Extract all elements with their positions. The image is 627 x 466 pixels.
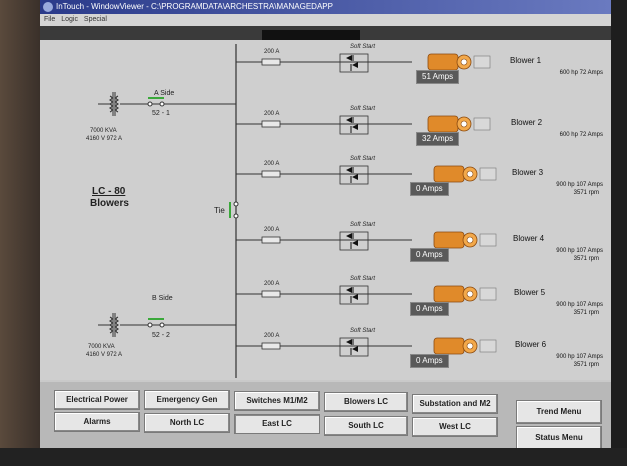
menu-bar: File Logic Special	[40, 14, 611, 26]
monitor-bezel-bottom	[0, 448, 627, 466]
menu-logic[interactable]: Logic	[61, 16, 78, 23]
blowers-lc-button[interactable]: Blowers LC	[324, 392, 408, 412]
blower-spec: 900 hp 107 Amps	[556, 248, 603, 254]
soft-start-label: Soft Start	[350, 156, 376, 162]
fuse-rating: 200 A	[264, 111, 280, 117]
screen: InTouch - WindowViewer - C:\PROGRAMDATA\…	[40, 0, 611, 448]
soft-start-label: Soft Start	[350, 276, 376, 282]
transformer-b-volts: 4160 V 972 A	[86, 352, 123, 358]
alarms-button[interactable]: Alarms	[54, 412, 140, 432]
window-title: InTouch - WindowViewer - C:\PROGRAMDATA\…	[56, 2, 333, 11]
blower-name: Blower 5	[514, 288, 546, 297]
breaker-a-label: 52 - 1	[152, 110, 170, 117]
menu-special[interactable]: Special	[83, 16, 107, 23]
blower-rpm: 3571 rpm	[573, 310, 599, 316]
header-band	[40, 26, 611, 40]
transformer-b-kva: 7000 KVA	[88, 344, 115, 350]
blower-spec: 900 hp 107 Amps	[556, 302, 603, 308]
blower-spec: 600 hp 72 Amps	[559, 132, 603, 138]
south-lc-button[interactable]: South LC	[324, 416, 408, 436]
monitor-bezel-right	[611, 0, 627, 466]
navigation-bar: Electrical Power Emergency Gen Switches …	[40, 382, 611, 448]
substation-button[interactable]: Substation and M2	[412, 394, 498, 414]
app-logo-icon	[43, 2, 53, 12]
east-lc-button[interactable]: East LC	[234, 414, 320, 434]
blower-spec: 900 hp 107 Amps	[556, 182, 603, 188]
blower-rpm: 3571 rpm	[573, 362, 599, 368]
soft-start-label: Soft Start	[350, 106, 376, 112]
blower-name: Blower 6	[515, 340, 547, 349]
blower-name: Blower 3	[512, 168, 544, 177]
tie-label: Tie	[214, 206, 225, 215]
blower-name: Blower 2	[511, 118, 543, 127]
blower-name: Blower 4	[513, 234, 545, 243]
fuse-rating: 200 A	[264, 49, 280, 55]
switches-button[interactable]: Switches M1/M2	[234, 391, 320, 411]
north-lc-button[interactable]: North LC	[144, 413, 230, 433]
trend-menu-button[interactable]: Trend Menu	[516, 400, 602, 424]
amps-readout: 0 Amps	[410, 182, 449, 196]
blower-spec: 600 hp 72 Amps	[559, 70, 603, 76]
blower-spec: 900 hp 107 Amps	[556, 354, 603, 360]
electrical-power-button[interactable]: Electrical Power	[54, 390, 140, 410]
side-b-label: B Side	[152, 295, 173, 302]
panel-title: LC - 80	[92, 186, 126, 197]
header-block	[262, 30, 360, 40]
west-lc-button[interactable]: West LC	[412, 417, 498, 437]
emergency-gen-button[interactable]: Emergency Gen	[144, 390, 230, 410]
amps-readout: 0 Amps	[410, 302, 449, 316]
monitor-bezel-left	[0, 0, 40, 466]
feeder-lines	[236, 53, 497, 357]
soft-start-label: Soft Start	[350, 44, 376, 50]
fuse-rating: 200 A	[264, 161, 280, 167]
panel-subtitle: Blowers	[90, 198, 129, 209]
fuse-rating: 200 A	[264, 333, 280, 339]
fuse-rating: 200 A	[264, 227, 280, 233]
blower-rpm: 3571 rpm	[573, 190, 599, 196]
amps-readout: 32 Amps	[416, 132, 460, 146]
title-bar: InTouch - WindowViewer - C:\PROGRAMDATA\…	[40, 0, 611, 14]
soft-start-label: Soft Start	[350, 222, 376, 228]
menu-file[interactable]: File	[44, 16, 56, 23]
soft-start-label: Soft Start	[350, 328, 376, 334]
transformer-a-volts: 4160 V 972 A	[86, 136, 123, 142]
blower-name: Blower 1	[510, 56, 542, 65]
transformer-a-kva: 7000 KVA	[90, 128, 117, 134]
amps-readout: 0 Amps	[410, 248, 449, 262]
amps-readout: 51 Amps	[416, 70, 460, 84]
one-line-diagram: A Side 52 - 1 7000 KVA 4160 V 972 A B Si…	[40, 40, 611, 380]
breaker-b-label: 52 - 2	[152, 332, 170, 339]
diagram-lines	[98, 44, 239, 378]
blower-rpm: 3571 rpm	[573, 256, 599, 262]
status-menu-button[interactable]: Status Menu	[516, 426, 602, 448]
fuse-rating: 200 A	[264, 281, 280, 287]
side-a-label: A Side	[154, 90, 175, 97]
amps-readout: 0 Amps	[410, 354, 449, 368]
